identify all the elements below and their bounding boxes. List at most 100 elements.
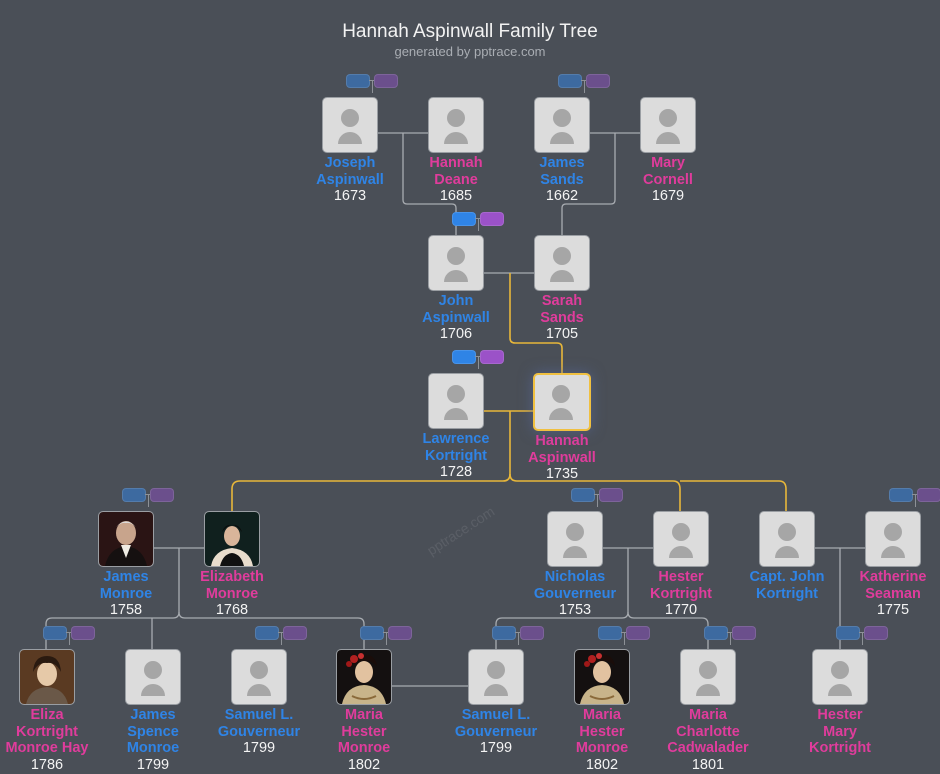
expand-father-toggle[interactable] xyxy=(836,626,860,640)
expand-father-toggle[interactable] xyxy=(122,488,146,502)
person-samuel-l-gouverneur-spouse[interactable]: Samuel L.Gouverneur 1799 xyxy=(443,649,549,756)
expand-father-toggle[interactable] xyxy=(558,74,582,88)
avatar[interactable] xyxy=(640,97,696,153)
avatar[interactable] xyxy=(231,649,287,705)
person-name: Hannah xyxy=(429,155,483,171)
expand-mother-toggle[interactable] xyxy=(480,212,504,226)
person-name: Mary xyxy=(823,723,857,740)
expand-mother-toggle[interactable] xyxy=(864,626,888,640)
avatar-photo[interactable] xyxy=(98,511,154,567)
expand-mother-toggle[interactable] xyxy=(917,488,940,502)
expand-father-toggle[interactable] xyxy=(452,212,476,226)
expand-father-toggle[interactable] xyxy=(571,488,595,502)
expand-mother-toggle[interactable] xyxy=(283,626,307,640)
person-name: Cornell xyxy=(643,171,693,188)
avatar[interactable] xyxy=(428,373,484,429)
avatar[interactable] xyxy=(653,511,709,567)
avatar[interactable] xyxy=(322,97,378,153)
expand-mother-toggle[interactable] xyxy=(520,626,544,640)
avatar[interactable] xyxy=(865,511,921,567)
avatar[interactable] xyxy=(428,235,484,291)
expand-mother-toggle[interactable] xyxy=(71,626,95,640)
expand-mother-toggle[interactable] xyxy=(150,488,174,502)
person-name: Samuel L. xyxy=(224,707,294,723)
person-silhouette-icon xyxy=(672,523,690,541)
avatar[interactable] xyxy=(534,235,590,291)
person-silhouette-icon xyxy=(444,132,468,144)
avatar-selected[interactable] xyxy=(533,373,591,431)
expand-mother-toggle[interactable] xyxy=(626,626,650,640)
avatar[interactable] xyxy=(680,649,736,705)
person-name: Hester xyxy=(658,569,704,585)
expand-father-toggle[interactable] xyxy=(492,626,516,640)
avatar[interactable] xyxy=(534,97,590,153)
person-name: Maria xyxy=(345,707,383,723)
person-name: Lawrence xyxy=(422,431,490,447)
person-name: Mary xyxy=(651,155,685,171)
expand-father-toggle[interactable] xyxy=(360,626,384,640)
avatar-photo[interactable] xyxy=(19,649,75,705)
avatar[interactable] xyxy=(812,649,868,705)
avatar[interactable] xyxy=(759,511,815,567)
expand-father-toggle[interactable] xyxy=(704,626,728,640)
parent-toggle-joseph xyxy=(346,74,400,93)
person-name: Sands xyxy=(540,309,584,326)
parent-toggle-maria-charlotte xyxy=(704,626,758,645)
person-silhouette-icon xyxy=(141,684,165,696)
expand-mother-toggle[interactable] xyxy=(374,74,398,88)
expand-mother-toggle[interactable] xyxy=(599,488,623,502)
person-silhouette-icon xyxy=(563,546,587,558)
page-subtitle: generated by pptrace.com xyxy=(394,44,546,59)
birth-year: 1802 xyxy=(347,756,381,773)
avatar-photo[interactable] xyxy=(336,649,392,705)
person-samuel-l-gouverneur[interactable]: Samuel L.Gouverneur 1799 xyxy=(206,649,312,756)
person-name: Eliza xyxy=(30,707,64,723)
avatar[interactable] xyxy=(428,97,484,153)
expand-mother-toggle[interactable] xyxy=(732,626,756,640)
expand-father-toggle[interactable] xyxy=(43,626,67,640)
avatar[interactable] xyxy=(468,649,524,705)
person-silhouette-icon xyxy=(338,132,362,144)
expand-father-toggle[interactable] xyxy=(889,488,913,502)
person-silhouette-icon xyxy=(553,247,571,265)
avatar[interactable] xyxy=(125,649,181,705)
avatar-photo[interactable] xyxy=(204,511,260,567)
page-title: Hannah Aspinwall Family Tree xyxy=(342,21,598,42)
birth-year: 1768 xyxy=(215,602,249,618)
person-name: Nicholas xyxy=(544,569,606,585)
expand-father-toggle[interactable] xyxy=(452,350,476,364)
expand-mother-toggle[interactable] xyxy=(480,350,504,364)
avatar[interactable] xyxy=(547,511,603,567)
birth-year: 1786 xyxy=(30,756,64,773)
expand-mother-toggle[interactable] xyxy=(586,74,610,88)
expand-mother-toggle[interactable] xyxy=(388,626,412,640)
expand-father-toggle[interactable] xyxy=(346,74,370,88)
person-name: Hester xyxy=(579,723,625,740)
avatar-photo[interactable] xyxy=(574,649,630,705)
expand-father-toggle[interactable] xyxy=(255,626,279,640)
person-silhouette-icon xyxy=(831,661,849,679)
expand-father-toggle[interactable] xyxy=(598,626,622,640)
person-silhouette-icon xyxy=(144,661,162,679)
portrait-photo xyxy=(99,512,153,566)
